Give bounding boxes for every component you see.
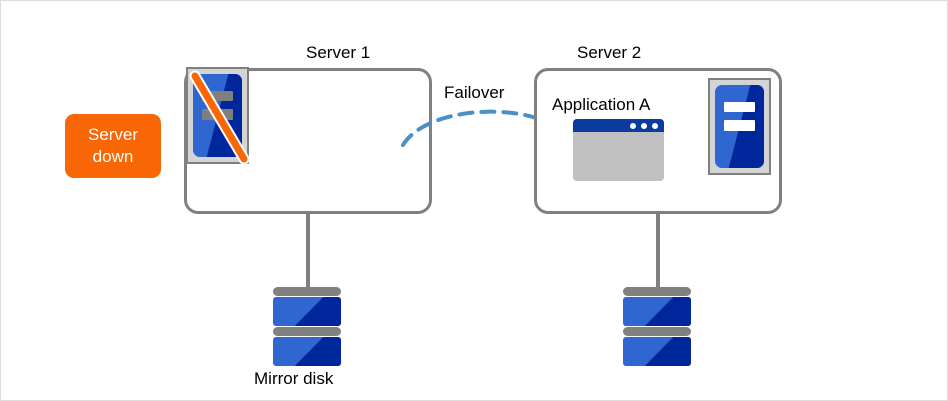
server2-disk-connector xyxy=(656,213,660,291)
server-active-icon xyxy=(708,78,771,175)
disk-platter xyxy=(273,297,341,326)
server1-title: Server 1 xyxy=(306,43,371,62)
application-label: Application A xyxy=(552,95,651,114)
disk-cap xyxy=(623,287,691,296)
disk-stack-icon xyxy=(623,287,691,369)
server1-disk-connector xyxy=(306,213,310,291)
failover-label: Failover xyxy=(444,83,505,102)
disk-platter xyxy=(273,337,341,366)
disk-cap xyxy=(273,287,341,296)
status-badge-line1: Server xyxy=(87,125,139,144)
status-badge-server-down: Server down xyxy=(65,114,161,178)
disk-platter xyxy=(623,297,691,326)
server-bay-bar xyxy=(201,108,234,120)
app-window-dot xyxy=(641,122,647,129)
disk-stack-icon xyxy=(273,287,341,369)
app-window-dot xyxy=(630,122,636,129)
server2-title: Server 2 xyxy=(577,43,642,62)
server-down-icon xyxy=(186,67,250,165)
disk-platter xyxy=(623,337,691,366)
application-window-icon xyxy=(573,119,664,181)
app-window-client-area xyxy=(573,132,664,181)
server-bay-bar xyxy=(723,119,756,131)
server-chassis xyxy=(193,74,242,157)
disk-cap xyxy=(623,327,691,336)
server-bay-bar xyxy=(723,101,756,113)
server-chassis xyxy=(715,85,764,168)
app-window-titlebar xyxy=(573,119,664,132)
server-bay-bar xyxy=(201,90,234,102)
disk-cap xyxy=(273,327,341,336)
app-window-dot xyxy=(652,122,658,129)
mirror-disk-label: Mirror disk xyxy=(254,369,334,388)
status-badge-line2: down xyxy=(92,147,134,166)
